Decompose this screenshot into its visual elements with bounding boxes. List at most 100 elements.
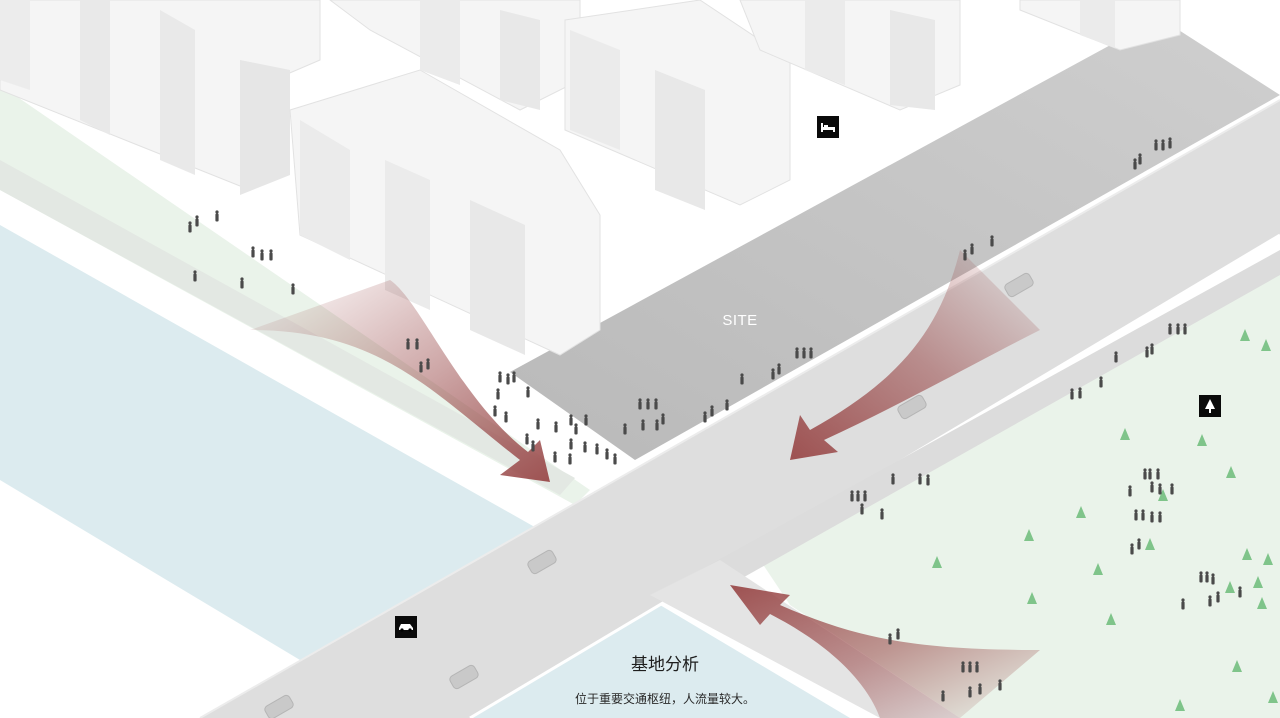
pedestrian — [583, 441, 587, 453]
pedestrian — [941, 690, 945, 702]
pedestrian — [850, 490, 854, 502]
pedestrian — [888, 633, 892, 645]
flow-arrow-northeast — [790, 250, 1040, 460]
pedestrian — [240, 277, 244, 289]
pedestrian — [569, 414, 573, 426]
pedestrian — [795, 347, 799, 359]
pedestrian — [1133, 158, 1137, 170]
pedestrian — [1158, 511, 1162, 523]
pedestrian — [1168, 137, 1172, 149]
pedestrian — [1156, 468, 1160, 480]
pedestrian — [554, 421, 558, 433]
tree — [932, 556, 942, 568]
tree — [1225, 581, 1235, 593]
pedestrian — [1170, 483, 1174, 495]
pedestrian — [415, 338, 419, 350]
pedestrian — [1114, 351, 1118, 363]
tree — [1158, 489, 1168, 501]
pedestrian — [978, 683, 982, 695]
pedestrian — [896, 628, 900, 640]
pedestrian — [525, 433, 529, 445]
pedestrian — [1168, 323, 1172, 335]
tree — [1076, 506, 1086, 518]
pedestrian — [926, 474, 930, 486]
tree — [1240, 329, 1250, 341]
car-icon — [399, 624, 413, 632]
lower-road — [700, 250, 1280, 585]
pedestrian — [1150, 343, 1154, 355]
pedestrian — [710, 405, 714, 417]
pedestrian — [777, 363, 781, 375]
pedestrian — [1070, 388, 1074, 400]
tree — [1120, 428, 1130, 440]
tree — [1253, 576, 1263, 588]
pedestrian — [1137, 538, 1141, 550]
flow-arrow-west — [250, 280, 550, 482]
pedestrian — [1176, 323, 1180, 335]
pedestrian — [1143, 468, 1147, 480]
pedestrian — [498, 371, 502, 383]
tree — [1261, 339, 1271, 351]
tree — [1175, 699, 1185, 711]
pedestrian — [1238, 586, 1242, 598]
pedestrian — [506, 373, 510, 385]
pedestrian — [1183, 323, 1187, 335]
pedestrian — [1148, 468, 1152, 480]
pedestrian — [1150, 481, 1154, 493]
pedestrian — [193, 270, 197, 282]
pedestrian — [968, 661, 972, 673]
pedestrian — [553, 451, 557, 463]
pedestrian — [1130, 543, 1134, 555]
pedestrian — [1181, 598, 1185, 610]
pedestrian — [1161, 139, 1165, 151]
hotel-poi — [817, 116, 839, 138]
pedestrian — [493, 405, 497, 417]
pedestrian — [569, 438, 573, 450]
pedestrian — [638, 398, 642, 410]
pedestrian — [426, 358, 430, 370]
pedestrian — [646, 398, 650, 410]
pedestrian — [406, 338, 410, 350]
tree — [1226, 466, 1236, 478]
pedestrian — [968, 686, 972, 698]
pedestrian — [1208, 595, 1212, 607]
pedestrian — [1205, 571, 1209, 583]
pedestrian — [998, 679, 1002, 691]
site-block — [510, 18, 1280, 460]
pedestrian — [963, 249, 967, 261]
pedestrian — [1128, 485, 1132, 497]
right-park — [760, 250, 1280, 718]
pedestrian — [740, 373, 744, 385]
pedestrian — [531, 440, 535, 452]
pedestrian — [970, 243, 974, 255]
pedestrian — [655, 419, 659, 431]
pedestrian — [1216, 591, 1220, 603]
pedestrian — [1158, 483, 1162, 495]
pedestrian — [419, 361, 423, 373]
tree — [1242, 548, 1252, 560]
pedestrian — [1211, 573, 1215, 585]
pedestrian — [605, 448, 609, 460]
left-greenbelt — [0, 85, 590, 505]
pedestrian — [860, 503, 864, 515]
pedestrian — [1150, 511, 1154, 523]
pedestrian — [990, 235, 994, 247]
canal-water — [0, 225, 540, 660]
pedestrian — [536, 418, 540, 430]
pedestrian — [215, 210, 219, 222]
pedestrian-crowd — [188, 137, 1242, 702]
pedestrian — [661, 413, 665, 425]
pedestrian — [725, 399, 729, 411]
pedestrian — [856, 490, 860, 502]
pedestrian — [863, 490, 867, 502]
pedestrian — [251, 246, 255, 258]
park-trees — [932, 329, 1278, 711]
pedestrian — [584, 414, 588, 426]
tree — [1257, 597, 1267, 609]
park-poi — [1199, 395, 1221, 417]
pedestrian — [1199, 571, 1203, 583]
pedestrian — [975, 661, 979, 673]
pedestrian — [1141, 509, 1145, 521]
pedestrian — [504, 411, 508, 423]
site-label: SITE — [722, 312, 758, 329]
